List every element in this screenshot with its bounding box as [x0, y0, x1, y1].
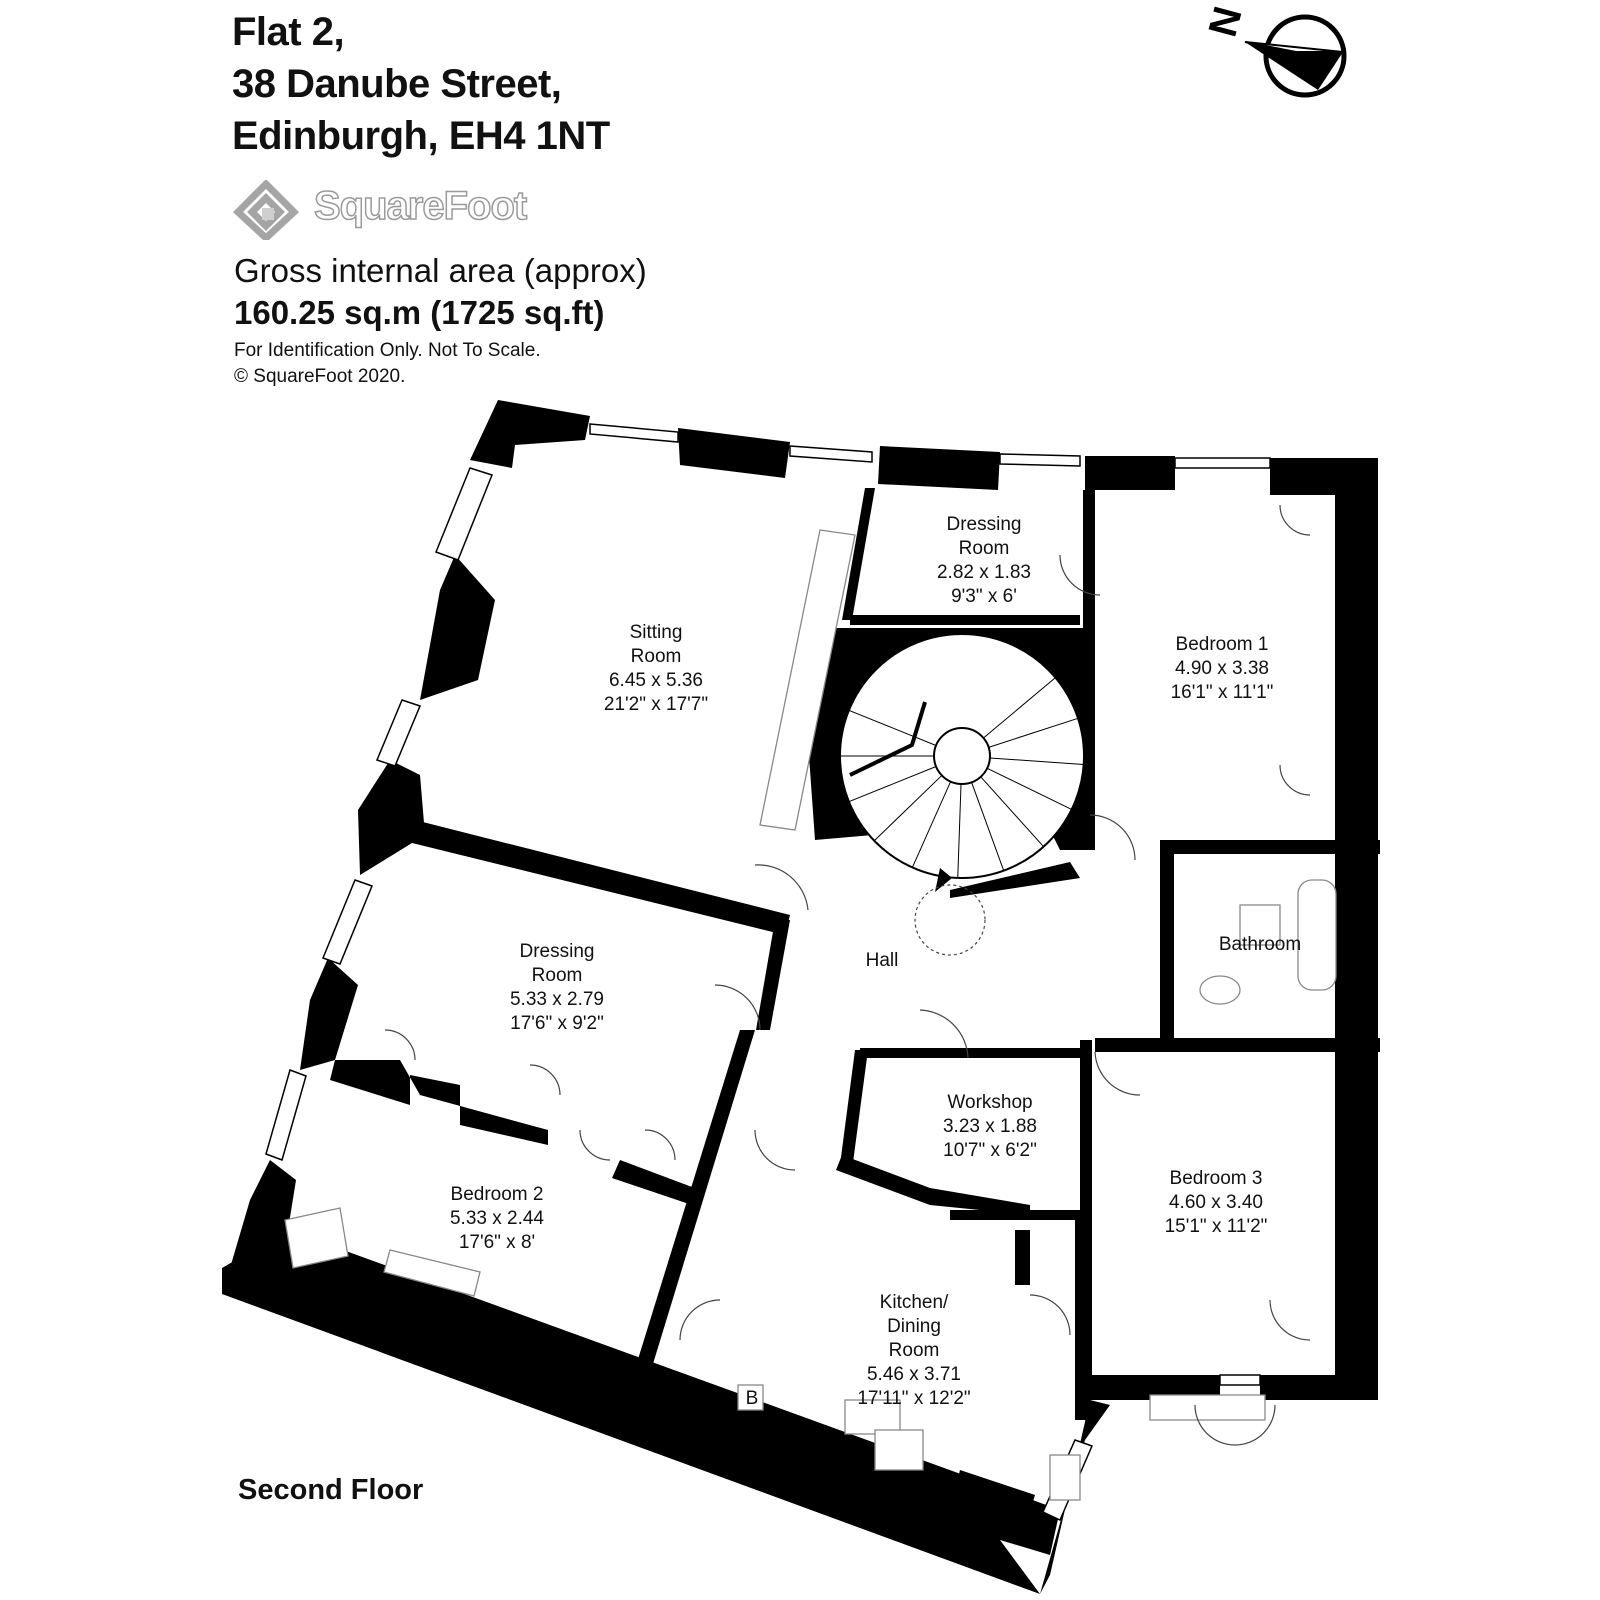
squarefoot-logo: SquareFoot [232, 179, 532, 243]
kitchen-imperial: 17'11" x 12'2" [857, 1388, 970, 1409]
dressing-mid-imperial: 17'6" x 9'2" [510, 1013, 604, 1034]
logo-diamond-icon [232, 179, 300, 243]
sitting-room-metric: 6.45 x 5.36 [609, 670, 703, 691]
logo-text: SquareFoot [313, 183, 528, 229]
workshop-imperial: 10'7" x 6'2" [943, 1140, 1037, 1161]
kitchen-metric: 5.46 x 3.71 [867, 1364, 961, 1385]
exterior-walls [222, 400, 1378, 1594]
area-label: Gross internal area (approx) [234, 252, 647, 289]
stair-tread [873, 775, 943, 842]
stair-tread [988, 717, 1079, 748]
stair-tread [989, 757, 1084, 766]
kitchen-name-2: Dining [887, 1316, 941, 1337]
dressing-top-imperial: 9'3" x 6' [951, 586, 1017, 607]
bedroom2-imperial: 17'6" x 8' [459, 1232, 535, 1253]
bedroom3-metric: 4.60 x 3.40 [1169, 1192, 1263, 1213]
dressing-top-name-2: Room [959, 538, 1010, 559]
copyright: © SquareFoot 2020. [234, 366, 406, 387]
floor-label: Second Floor [238, 1474, 424, 1506]
stair-tread [848, 709, 937, 746]
disclaimer: For Identification Only. Not To Scale. [234, 340, 541, 361]
fixtures [284, 529, 1337, 1501]
dressing-mid-name-2: Room [532, 965, 583, 986]
kitchen-name-3: Room [889, 1340, 940, 1361]
stair-tread [957, 783, 962, 878]
entrance-arrow-icon [935, 868, 952, 892]
hall-name: Hall [866, 950, 899, 971]
stair-tread [971, 782, 1005, 871]
bedroom1-name: Bedroom 1 [1176, 634, 1269, 655]
bedroom2-metric: 5.33 x 2.44 [450, 1208, 544, 1229]
workshop-name: Workshop [947, 1092, 1032, 1113]
area-value: 160.25 sq.m (1725 sq.ft) [234, 294, 605, 331]
workshop-metric: 3.23 x 1.88 [943, 1116, 1037, 1137]
sitting-room-name-1: Sitting [630, 622, 683, 643]
stair-tread [911, 781, 952, 868]
address-line-2: 38 Danube Street, [232, 62, 562, 106]
stair-tread [980, 776, 1045, 847]
kitchen-name-1: Kitchen/ [880, 1292, 949, 1313]
bedroom3-imperial: 15'1" x 11'2" [1165, 1216, 1268, 1237]
dressing-top-metric: 2.82 x 1.83 [937, 562, 1031, 583]
address-line-3: Edinburgh, EH4 1NT [232, 114, 610, 158]
compass-icon: N [1201, 2, 1347, 98]
bedroom3-name: Bedroom 3 [1170, 1168, 1263, 1189]
sitting-room-imperial: 21'2" x 17'7" [604, 694, 708, 715]
windows [265, 423, 1271, 1522]
door-swings [384, 504, 1311, 1446]
bedroom2-name: Bedroom 2 [451, 1184, 544, 1205]
stair-tread [983, 677, 1056, 739]
bedroom1-imperial: 16'1" x 11'1" [1171, 682, 1274, 703]
boiler-label: B [746, 1388, 759, 1409]
dressing-mid-metric: 5.33 x 2.79 [510, 989, 604, 1010]
stair-tread [986, 767, 1072, 810]
spiral-staircase [839, 633, 1085, 898]
address-line-1: Flat 2, [232, 10, 345, 54]
sitting-room-name-2: Room [631, 646, 682, 667]
bedroom1-metric: 4.90 x 3.38 [1175, 658, 1269, 679]
bathroom-name: Bathroom [1219, 934, 1301, 955]
dressing-top-name-1: Dressing [947, 514, 1022, 535]
dressing-mid-name-1: Dressing [520, 941, 595, 962]
stair-tread [848, 766, 937, 803]
